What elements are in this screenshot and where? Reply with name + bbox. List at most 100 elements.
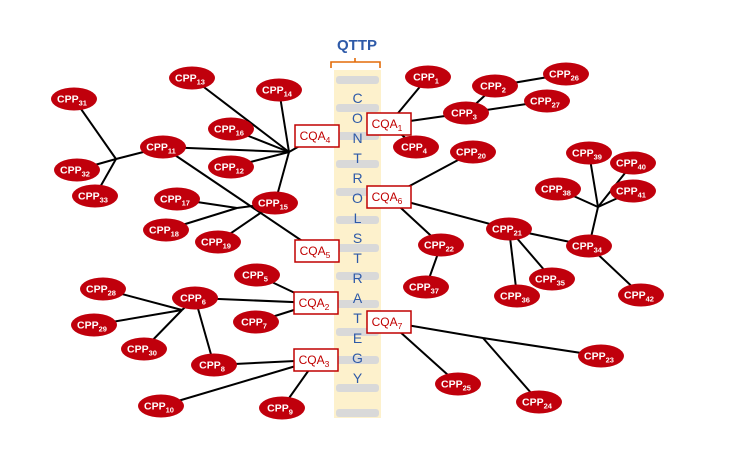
cpp-node-18: CPP18 (143, 218, 189, 242)
cpp-ellipse (486, 217, 532, 241)
connector-p11-cqa5 (162, 146, 318, 252)
cpp-ellipse (259, 396, 305, 420)
cpp-node-9: CPP9 (259, 396, 305, 420)
cpp-label: CPP2 (480, 81, 506, 95)
spine-letter: O (352, 110, 363, 126)
cpp-ellipse (140, 135, 186, 159)
cpp-label: CPP4 (401, 142, 428, 156)
cpp-ellipse (71, 313, 117, 337)
cpp-node-1: CPP1 (405, 65, 451, 89)
cpp-ellipse (524, 89, 570, 113)
cpp-node-34: CPP34 (566, 234, 612, 258)
cpp-ellipse (234, 263, 280, 287)
cpp-ellipse (435, 372, 481, 396)
cpp-ellipse (443, 101, 489, 125)
cqa-label: CQA2 (299, 296, 330, 312)
cpp-ellipse (208, 117, 254, 141)
cpp-ellipse (610, 179, 656, 203)
vertebra (336, 104, 379, 112)
qttp-bracket (330, 58, 381, 68)
cpp-ellipse (516, 390, 562, 414)
cqa-box (294, 124, 340, 148)
cpp-ellipse (566, 234, 612, 258)
cpp-node-38: CPP38 (535, 177, 581, 201)
spine-letter: Y (353, 370, 363, 386)
spine-letter: O (352, 190, 363, 206)
cpp-node-16: CPP16 (208, 117, 254, 141)
connector-cqa3-p10 (160, 359, 317, 407)
cpp-node-33: CPP33 (72, 184, 118, 208)
cpp-ellipse (233, 310, 279, 334)
cqa-node-6: CQA6 (366, 185, 412, 209)
cpp-node-32: CPP32 (54, 158, 100, 182)
cpp-ellipse (256, 78, 302, 102)
spine-letter: R (352, 170, 362, 186)
cpp-node-2: CPP2 (472, 74, 518, 98)
cqa-box (366, 185, 412, 209)
cpp-label: CPP1 (413, 72, 439, 86)
cpp-node-20: CPP20 (450, 140, 496, 164)
cpp-node-42: CPP42 (618, 283, 664, 307)
cpp-label: CPP5 (242, 270, 268, 284)
cpp-node-37: CPP37 (403, 275, 449, 299)
cpp-node-17: CPP17 (154, 187, 200, 211)
cpp-ellipse (80, 277, 126, 301)
cpp-ellipse (450, 140, 496, 164)
cpp-ellipse (169, 66, 215, 90)
cpp-node-19: CPP19 (195, 230, 241, 254)
cqa-node-5: CQA5 (294, 239, 340, 263)
cpp-ellipse (172, 286, 218, 310)
cpp-ellipse (610, 151, 656, 175)
cqa-box (366, 112, 412, 136)
cqa-node-3: CQA3 (293, 348, 339, 372)
cpp-ellipse (154, 187, 200, 211)
cqa-label: CQA6 (372, 190, 403, 206)
cpp-node-7: CPP7 (233, 310, 279, 334)
spine-letter: T (353, 250, 362, 266)
vertebra (336, 300, 379, 308)
cqa-node-1: CQA1 (366, 112, 412, 136)
cpp-node-8: CPP8 (191, 353, 237, 377)
cpp-label: CPP6 (180, 293, 206, 307)
cpp-node-6: CPP6 (172, 286, 218, 310)
cpp-node-10: CPP10 (138, 394, 184, 418)
cpp-label: CPP9 (267, 403, 293, 417)
cqa-box (293, 348, 339, 372)
cqa-label: CQA5 (300, 244, 331, 260)
cpp-ellipse (418, 233, 464, 257)
cpp-ellipse (191, 353, 237, 377)
vertebra (336, 76, 379, 84)
cpp-ellipse (208, 155, 254, 179)
cpp-ellipse (472, 74, 518, 98)
cpp-ellipse (195, 230, 241, 254)
connector-j5-p24 (482, 337, 540, 403)
cpp-ellipse (578, 344, 624, 368)
cpp-ellipse (403, 275, 449, 299)
cqa-label: CQA1 (372, 117, 403, 133)
cpp-node-36: CPP36 (494, 284, 540, 308)
spine-letter: T (353, 150, 362, 166)
cpp-ellipse (72, 184, 118, 208)
spine-letter: L (354, 210, 362, 226)
spine-letter: N (352, 130, 362, 146)
cpp-node-24: CPP24 (516, 390, 562, 414)
cpp-node-41: CPP41 (610, 179, 656, 203)
spine-letter: S (353, 230, 362, 246)
cpp-node-12: CPP12 (208, 155, 254, 179)
cpp-node-13: CPP13 (169, 66, 215, 90)
cpp-node-15: CPP15 (252, 191, 298, 215)
cpp-ellipse (543, 62, 589, 86)
vertebra (336, 409, 379, 417)
cpp-label: CPP3 (451, 108, 477, 122)
cpp-node-26: CPP26 (543, 62, 589, 86)
cqa-label: CQA3 (299, 353, 330, 369)
vertebra (336, 272, 379, 280)
cpp-ellipse (51, 87, 97, 111)
cqa-label: CQA4 (300, 129, 331, 145)
spine-letter: C (352, 90, 362, 106)
cpp-ellipse (494, 284, 540, 308)
cpp-node-39: CPP39 (566, 141, 612, 165)
